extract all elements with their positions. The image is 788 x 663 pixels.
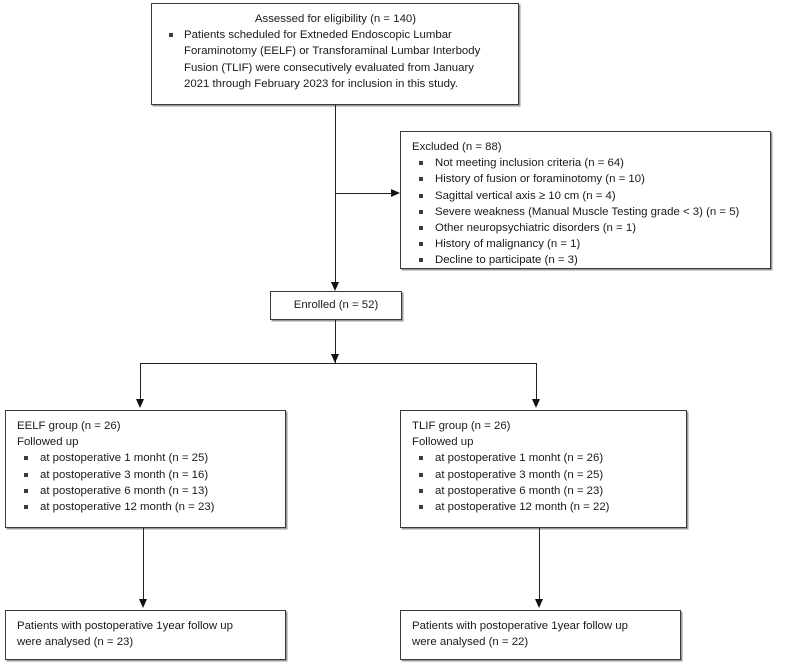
arrowhead-into-excluded: [391, 188, 400, 197]
list-item: Other neuropsychiatric disorders (n = 1): [412, 220, 760, 236]
list-item: History of fusion or foraminotomy (n = 1…: [412, 171, 760, 187]
excluded-title: Excluded (n = 88): [412, 141, 502, 153]
list-item: at postoperative 3 month (n = 25): [412, 467, 676, 483]
excluded-bullet-list: Not meeting inclusion criteria (n = 64) …: [412, 155, 760, 268]
list-item: Decline to participate (n = 3): [412, 252, 760, 268]
final-left-line-1: Patients with postoperative 1year follow…: [17, 620, 233, 632]
list-item: at postoperative 12 month (n = 23): [17, 499, 275, 515]
list-item: at postoperative 12 month (n = 22): [412, 499, 676, 515]
arrowhead-into-tlif: [531, 399, 540, 408]
list-item: at postoperative 1 monht (n = 26): [412, 450, 676, 466]
tlif-subtitle: Followed up: [412, 436, 474, 449]
arrowhead-into-eelf: [135, 399, 144, 408]
assessed-wrap-line-1: Foraminotomy (EELF) or Transforaminal Lu…: [184, 45, 481, 58]
final-left-line-2: were analysed (n = 23): [17, 636, 134, 649]
arrowhead-at-split-point: [330, 354, 339, 363]
node-eelf-group: EELF group (n = 26) Followed up at posto…: [5, 410, 286, 528]
assessed-wrap-line-3: 2021 through February 2023 for inclusion…: [184, 77, 458, 90]
enrolled-label: Enrolled (n = 52): [293, 299, 379, 312]
final-right-line-2: were analysed (n = 22): [412, 636, 529, 649]
connector-trunk-to-excluded: [335, 193, 391, 194]
list-item: Severe weakness (Manual Muscle Testing g…: [412, 204, 760, 220]
eelf-subtitle: Followed up: [17, 436, 79, 449]
arrowhead-into-final-right: [534, 599, 543, 608]
tlif-bullet-list: at postoperative 1 monht (n = 26) at pos…: [412, 450, 676, 515]
connector-split-to-tlif: [536, 363, 537, 401]
connector-split-to-eelf: [140, 363, 141, 401]
connector-eelf-to-final: [143, 528, 144, 601]
node-assessed-for-eligibility: Assessed for eligibility (n = 140) Patie…: [151, 3, 519, 105]
connector-split-bar: [140, 363, 537, 364]
connector-enrolled-to-split: [335, 320, 336, 363]
eelf-title: EELF group (n = 26): [17, 420, 121, 432]
assessed-wrap-line-2: Fusion (TLIF) were consecutively evaluat…: [184, 61, 474, 74]
assessed-bullet-list: Patients scheduled for Extneded Endoscop…: [163, 27, 508, 43]
list-item: History of malignancy (n = 1): [412, 236, 760, 252]
eelf-bullet-list: at postoperative 1 monht (n = 25) at pos…: [17, 450, 275, 515]
tlif-title: TLIF group (n = 26): [412, 420, 511, 432]
arrowhead-into-final-left: [138, 599, 147, 608]
connector-tlif-to-final: [539, 528, 540, 601]
node-enrolled: Enrolled (n = 52): [270, 291, 402, 320]
list-item: Sagittal vertical axis ≥ 10 cm (n = 4): [412, 188, 760, 204]
list-item: at postoperative 1 monht (n = 25): [17, 450, 275, 466]
node-final-analysed-eelf: Patients with postoperative 1year follow…: [5, 610, 286, 660]
list-item: Not meeting inclusion criteria (n = 64): [412, 155, 760, 171]
node-excluded: Excluded (n = 88) Not meeting inclusion …: [400, 131, 771, 269]
list-item: at postoperative 6 month (n = 13): [17, 483, 275, 499]
node-tlif-group: TLIF group (n = 26) Followed up at posto…: [400, 410, 687, 528]
assessed-title: Assessed for eligibility (n = 140): [254, 13, 417, 25]
final-right-line-1: Patients with postoperative 1year follow…: [412, 620, 628, 632]
list-item: at postoperative 3 month (n = 16): [17, 467, 275, 483]
list-item: Patients scheduled for Extneded Endoscop…: [163, 27, 508, 43]
node-final-analysed-tlif: Patients with postoperative 1year follow…: [400, 610, 681, 660]
list-item: at postoperative 6 month (n = 23): [412, 483, 676, 499]
arrowhead-into-enrolled: [330, 282, 339, 291]
